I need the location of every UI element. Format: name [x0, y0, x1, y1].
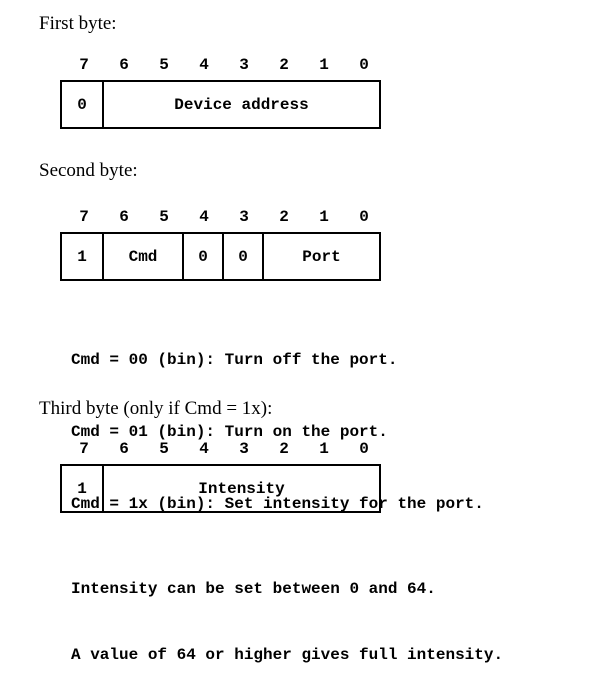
- bit-number-1: 1: [319, 208, 329, 226]
- bit-number-6: 6: [119, 56, 129, 74]
- intensity-field: Intensity: [102, 466, 379, 511]
- second-byte-bit3-field: 0: [222, 234, 262, 279]
- device-address-field: Device address: [102, 82, 379, 127]
- first-byte-register: 0 Device address: [60, 80, 381, 129]
- cmd-notes: Cmd = 00 (bin): Turn off the port. Cmd =…: [71, 300, 484, 540]
- cmd-note: Cmd = 01 (bin): Turn on the port.: [71, 423, 388, 441]
- bit-number-2: 2: [279, 440, 289, 458]
- port-field: Port: [262, 234, 379, 279]
- cmd-note: Cmd = 00 (bin): Turn off the port.: [71, 351, 398, 369]
- bit-number-1: 1: [319, 56, 329, 74]
- bit-number-0: 0: [359, 440, 369, 458]
- bit-number-3: 3: [239, 56, 249, 74]
- third-byte-bit7-field: 1: [77, 479, 87, 498]
- third-byte-bit-numbers: 7 6 5 4 3 2 1 0: [0, 440, 602, 458]
- bit-number-7: 7: [79, 440, 89, 458]
- bit-number-4: 4: [199, 440, 209, 458]
- bit-number-2: 2: [279, 56, 289, 74]
- first-byte-heading: First byte:: [39, 13, 117, 34]
- bit-number-0: 0: [359, 56, 369, 74]
- bit-number-4: 4: [199, 56, 209, 74]
- bit-number-0: 0: [359, 208, 369, 226]
- third-byte-register: 1 Intensity: [60, 464, 381, 513]
- bit-number-5: 5: [159, 208, 169, 226]
- bit-number-5: 5: [159, 440, 169, 458]
- bit-number-5: 5: [159, 56, 169, 74]
- intensity-note: Intensity can be set between 0 and 64.: [71, 580, 436, 598]
- bit-number-1: 1: [319, 440, 329, 458]
- third-byte-heading: Third byte (only if Cmd = 1x):: [39, 398, 273, 419]
- second-byte-bit4-field: 0: [182, 234, 222, 279]
- bit-number-7: 7: [79, 208, 89, 226]
- second-byte-register: 1 Cmd 0 0 Port: [60, 232, 381, 281]
- bit-number-6: 6: [119, 208, 129, 226]
- second-byte-bit7-field: 1: [77, 247, 87, 266]
- first-byte-bit7-field: 0: [77, 95, 87, 114]
- bit-number-6: 6: [119, 440, 129, 458]
- second-byte-bit-numbers: 7 6 5 4 3 2 1 0: [0, 208, 602, 226]
- bit-number-7: 7: [79, 56, 89, 74]
- intensity-note: A value of 64 or higher gives full inten…: [71, 646, 504, 664]
- bit-number-4: 4: [199, 208, 209, 226]
- cmd-field: Cmd: [102, 234, 182, 279]
- first-byte-bit-numbers: 7 6 5 4 3 2 1 0: [0, 56, 602, 74]
- bit-number-3: 3: [239, 440, 249, 458]
- intensity-notes: Intensity can be set between 0 and 64. A…: [71, 534, 503, 688]
- bit-number-3: 3: [239, 208, 249, 226]
- second-byte-heading: Second byte:: [39, 160, 138, 181]
- bit-number-2: 2: [279, 208, 289, 226]
